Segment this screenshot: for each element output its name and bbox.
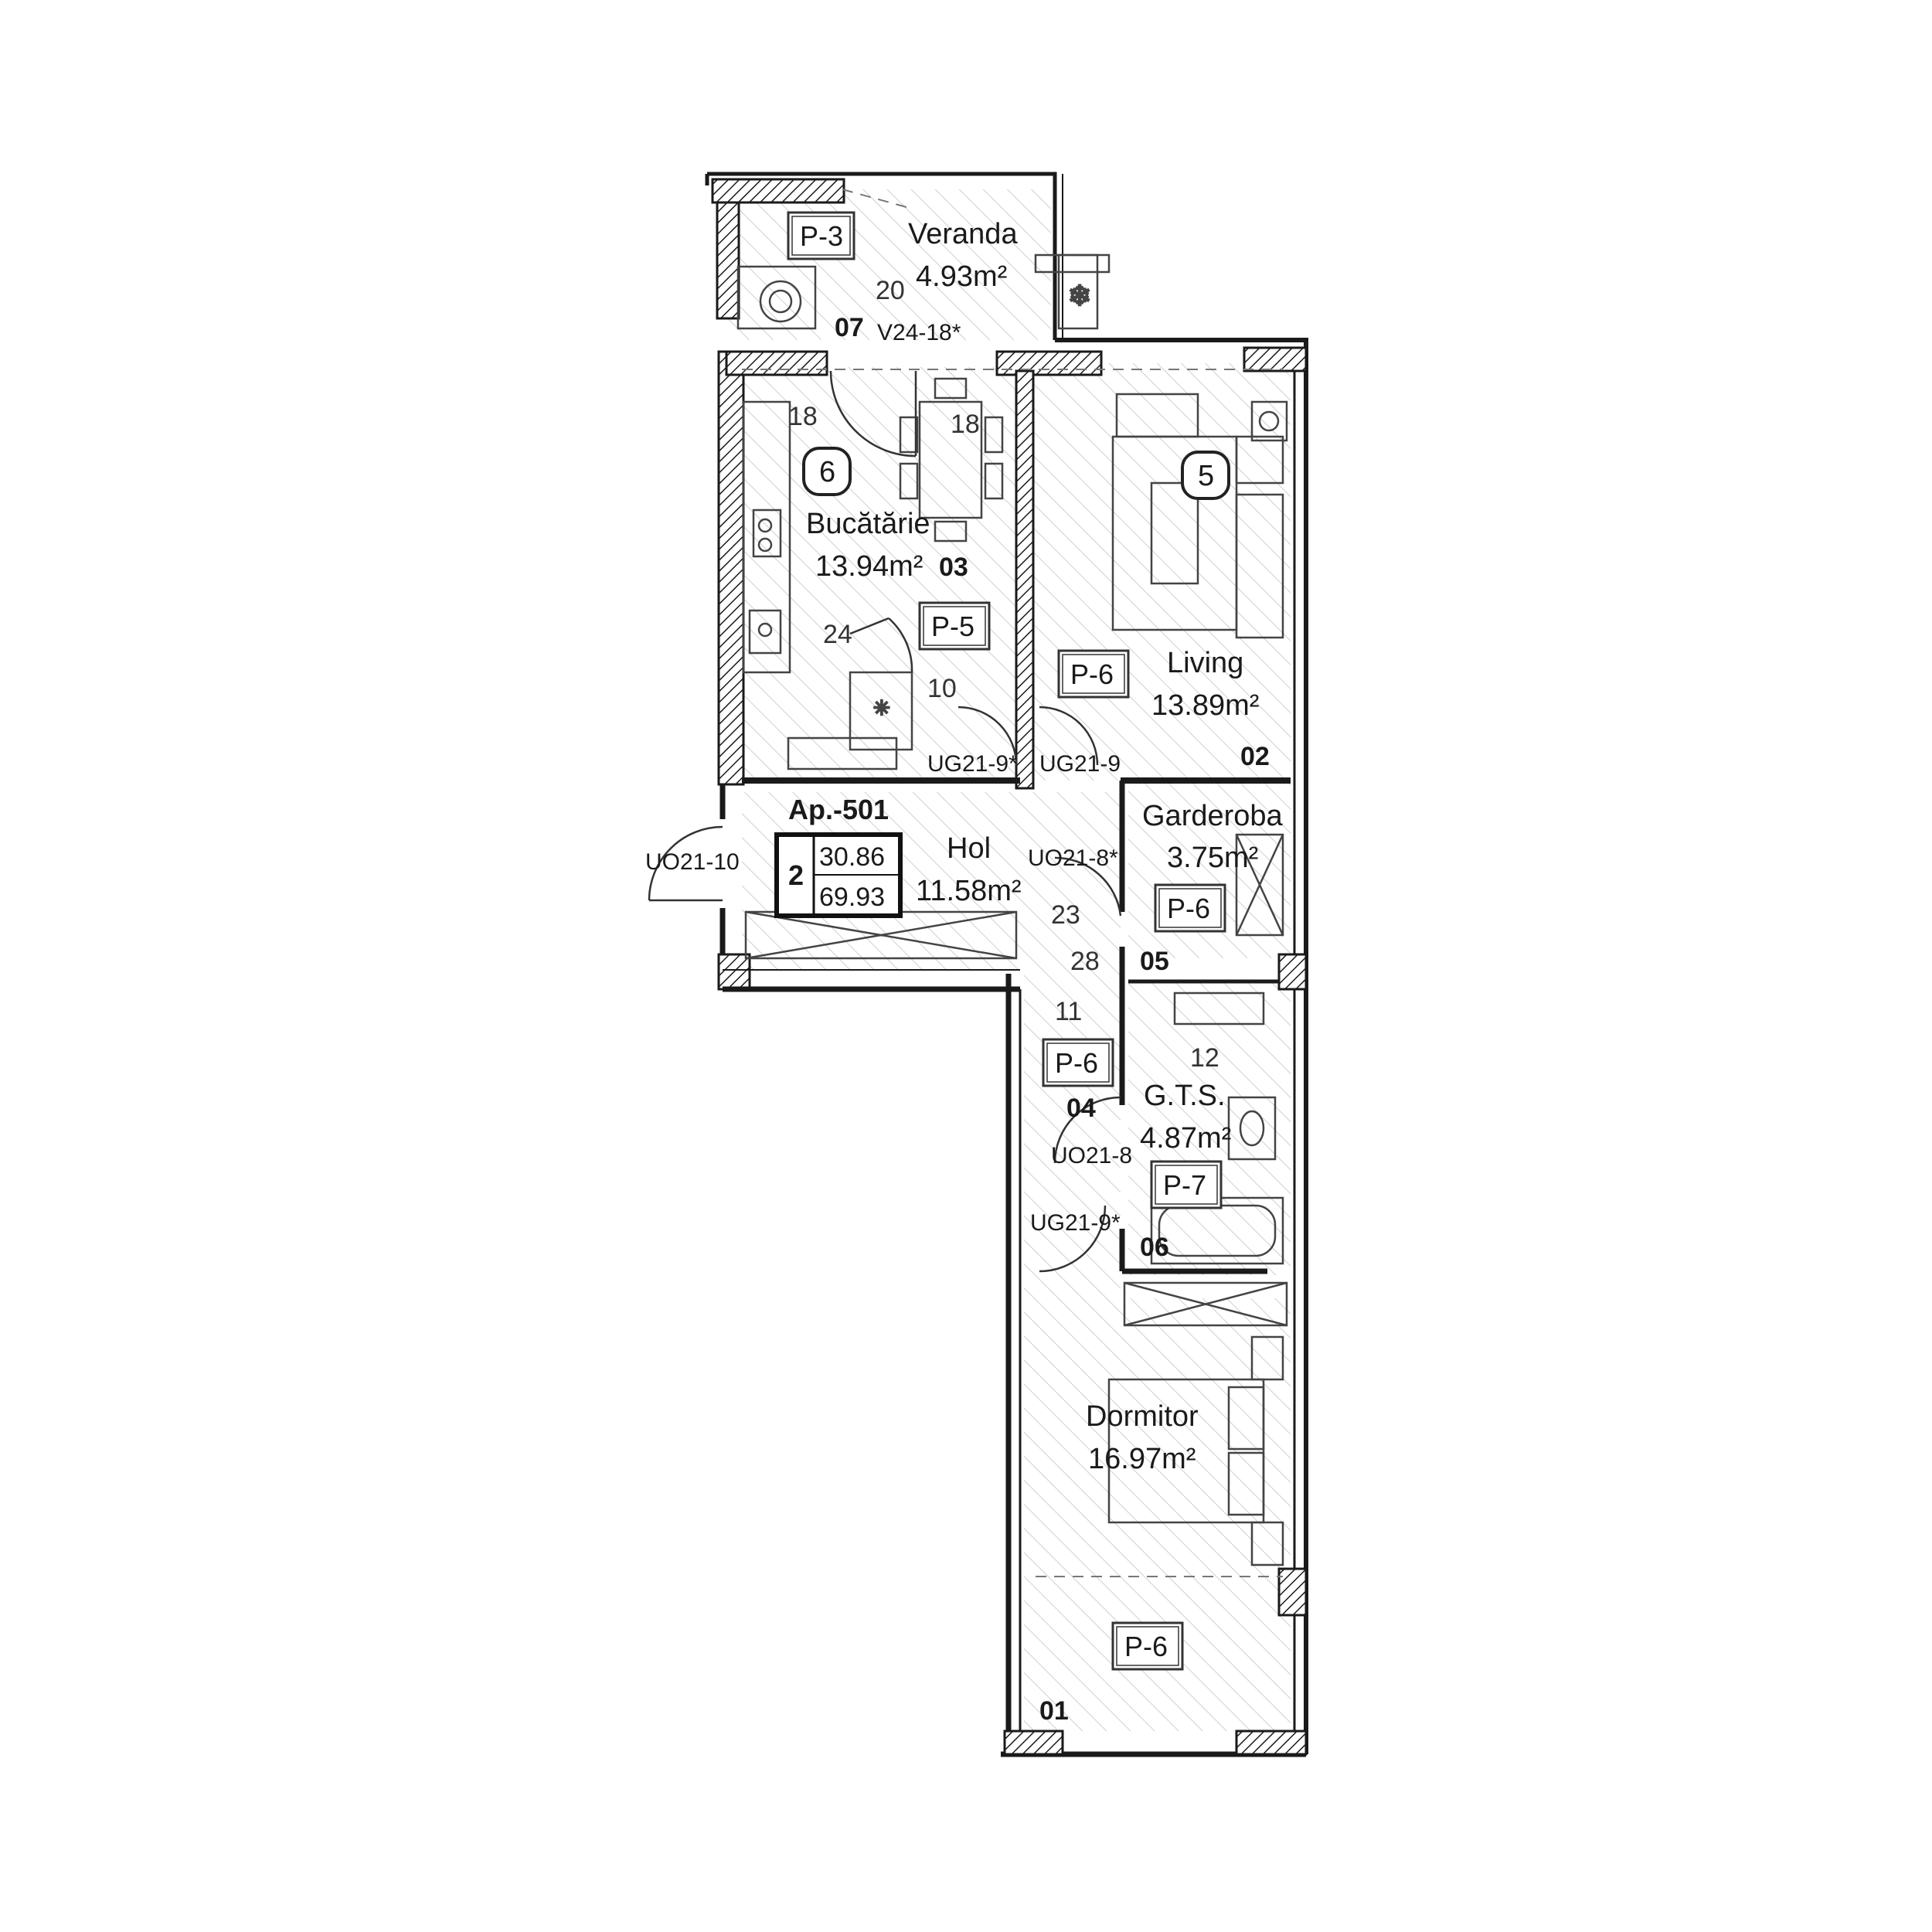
finish-tag: P-6 — [1042, 1038, 1114, 1087]
apartment-summary: Ap.-501 2 30.86 69.93 — [774, 794, 903, 918]
svg-text:❄: ❄ — [1068, 280, 1091, 311]
dashed-lines — [742, 189, 1283, 1577]
svg-text:P-7: P-7 — [1163, 1169, 1206, 1201]
garderoba-code: 05 — [1140, 947, 1169, 976]
door-code: UO21-8* — [1028, 845, 1118, 871]
room-labels: Veranda 4.93m² 07 Bucătărie 13.94m² 03 L… — [806, 218, 1284, 1726]
finish-tag: P-3 — [787, 211, 855, 260]
dormitor-code: 01 — [1039, 1696, 1069, 1726]
apartment-value-bottom: 69.93 — [819, 883, 885, 912]
finish-tags: P-3 P-5 P-6 P-6 P-6 P-7 — [787, 211, 1226, 1671]
gts-code: 06 — [1140, 1233, 1169, 1262]
bucatarie-code: 03 — [939, 553, 968, 582]
door-code: UG21-9 — [1039, 751, 1121, 777]
bucatarie-name: Bucătărie — [806, 508, 930, 540]
veranda-code: 07 — [835, 313, 864, 342]
living-area: 13.89m² — [1151, 689, 1259, 722]
door-code: V24-18* — [877, 320, 961, 345]
finish-tag: P-7 — [1150, 1160, 1223, 1209]
gts-area: 4.87m² — [1140, 1122, 1231, 1155]
veranda-name: Veranda — [908, 218, 1018, 250]
hol-name: Hol — [947, 832, 991, 865]
bucatarie-area: 13.94m² — [815, 550, 923, 583]
door-code: UG21-9* — [1030, 1210, 1121, 1236]
callouts: 20 18 18 24 10 23 28 11 12 — [788, 276, 1219, 1073]
apartment-value-top: 30.86 — [819, 842, 885, 872]
dormitor-area: 16.97m² — [1088, 1443, 1196, 1475]
circled-number: 6 — [819, 456, 835, 488]
svg-text:P-6: P-6 — [1055, 1047, 1098, 1079]
callout: 28 — [1070, 947, 1100, 976]
finish-tag: P-6 — [1111, 1621, 1184, 1671]
door-code: UO21-8 — [1051, 1143, 1132, 1168]
callout: 12 — [1190, 1043, 1219, 1073]
finish-tag: P-6 — [1057, 649, 1130, 699]
living-code: 02 — [1240, 742, 1270, 771]
gts-name: G.T.S. — [1144, 1080, 1226, 1112]
circled-number: 5 — [1198, 460, 1214, 492]
svg-text:P-6: P-6 — [1070, 658, 1114, 690]
callout: 23 — [1051, 900, 1080, 930]
callout: 24 — [823, 620, 852, 649]
walls — [705, 172, 1308, 1757]
finish-tag: P-6 — [1154, 883, 1226, 933]
garderoba-area: 3.75m² — [1167, 842, 1258, 874]
callout: 11 — [1055, 997, 1082, 1026]
door-code: UG21-9* — [927, 751, 1018, 777]
dormitor-name: Dormitor — [1086, 1400, 1199, 1433]
living-name: Living — [1167, 647, 1243, 679]
door-swings — [648, 370, 1122, 1273]
callout: 10 — [927, 674, 957, 703]
hol-area: 11.58m² — [916, 875, 1022, 907]
apartment-rooms: 2 — [788, 859, 804, 891]
svg-text:P-5: P-5 — [931, 611, 975, 642]
door-code: UO21-10 — [645, 849, 740, 875]
svg-text:P-6: P-6 — [1167, 893, 1210, 924]
svg-text:P-3: P-3 — [800, 220, 843, 252]
callout: 20 — [876, 276, 905, 305]
garderoba-name: Garderoba — [1142, 800, 1284, 832]
circled-numbers: 6 5 — [802, 447, 1230, 500]
svg-text:✳: ✳ — [873, 696, 890, 719]
veranda-area: 4.93m² — [916, 260, 1007, 293]
hol-code: 04 — [1066, 1094, 1096, 1123]
svg-text:P-6: P-6 — [1124, 1631, 1168, 1662]
callout: 18 — [951, 410, 980, 439]
apartment-label: Ap.-501 — [788, 794, 889, 825]
finish-tag: P-5 — [918, 601, 991, 651]
door-codes: V24-18* UG21-9* UG21-9 UO21-10 UO21-8* U… — [645, 320, 1132, 1236]
callout: 18 — [788, 402, 818, 431]
